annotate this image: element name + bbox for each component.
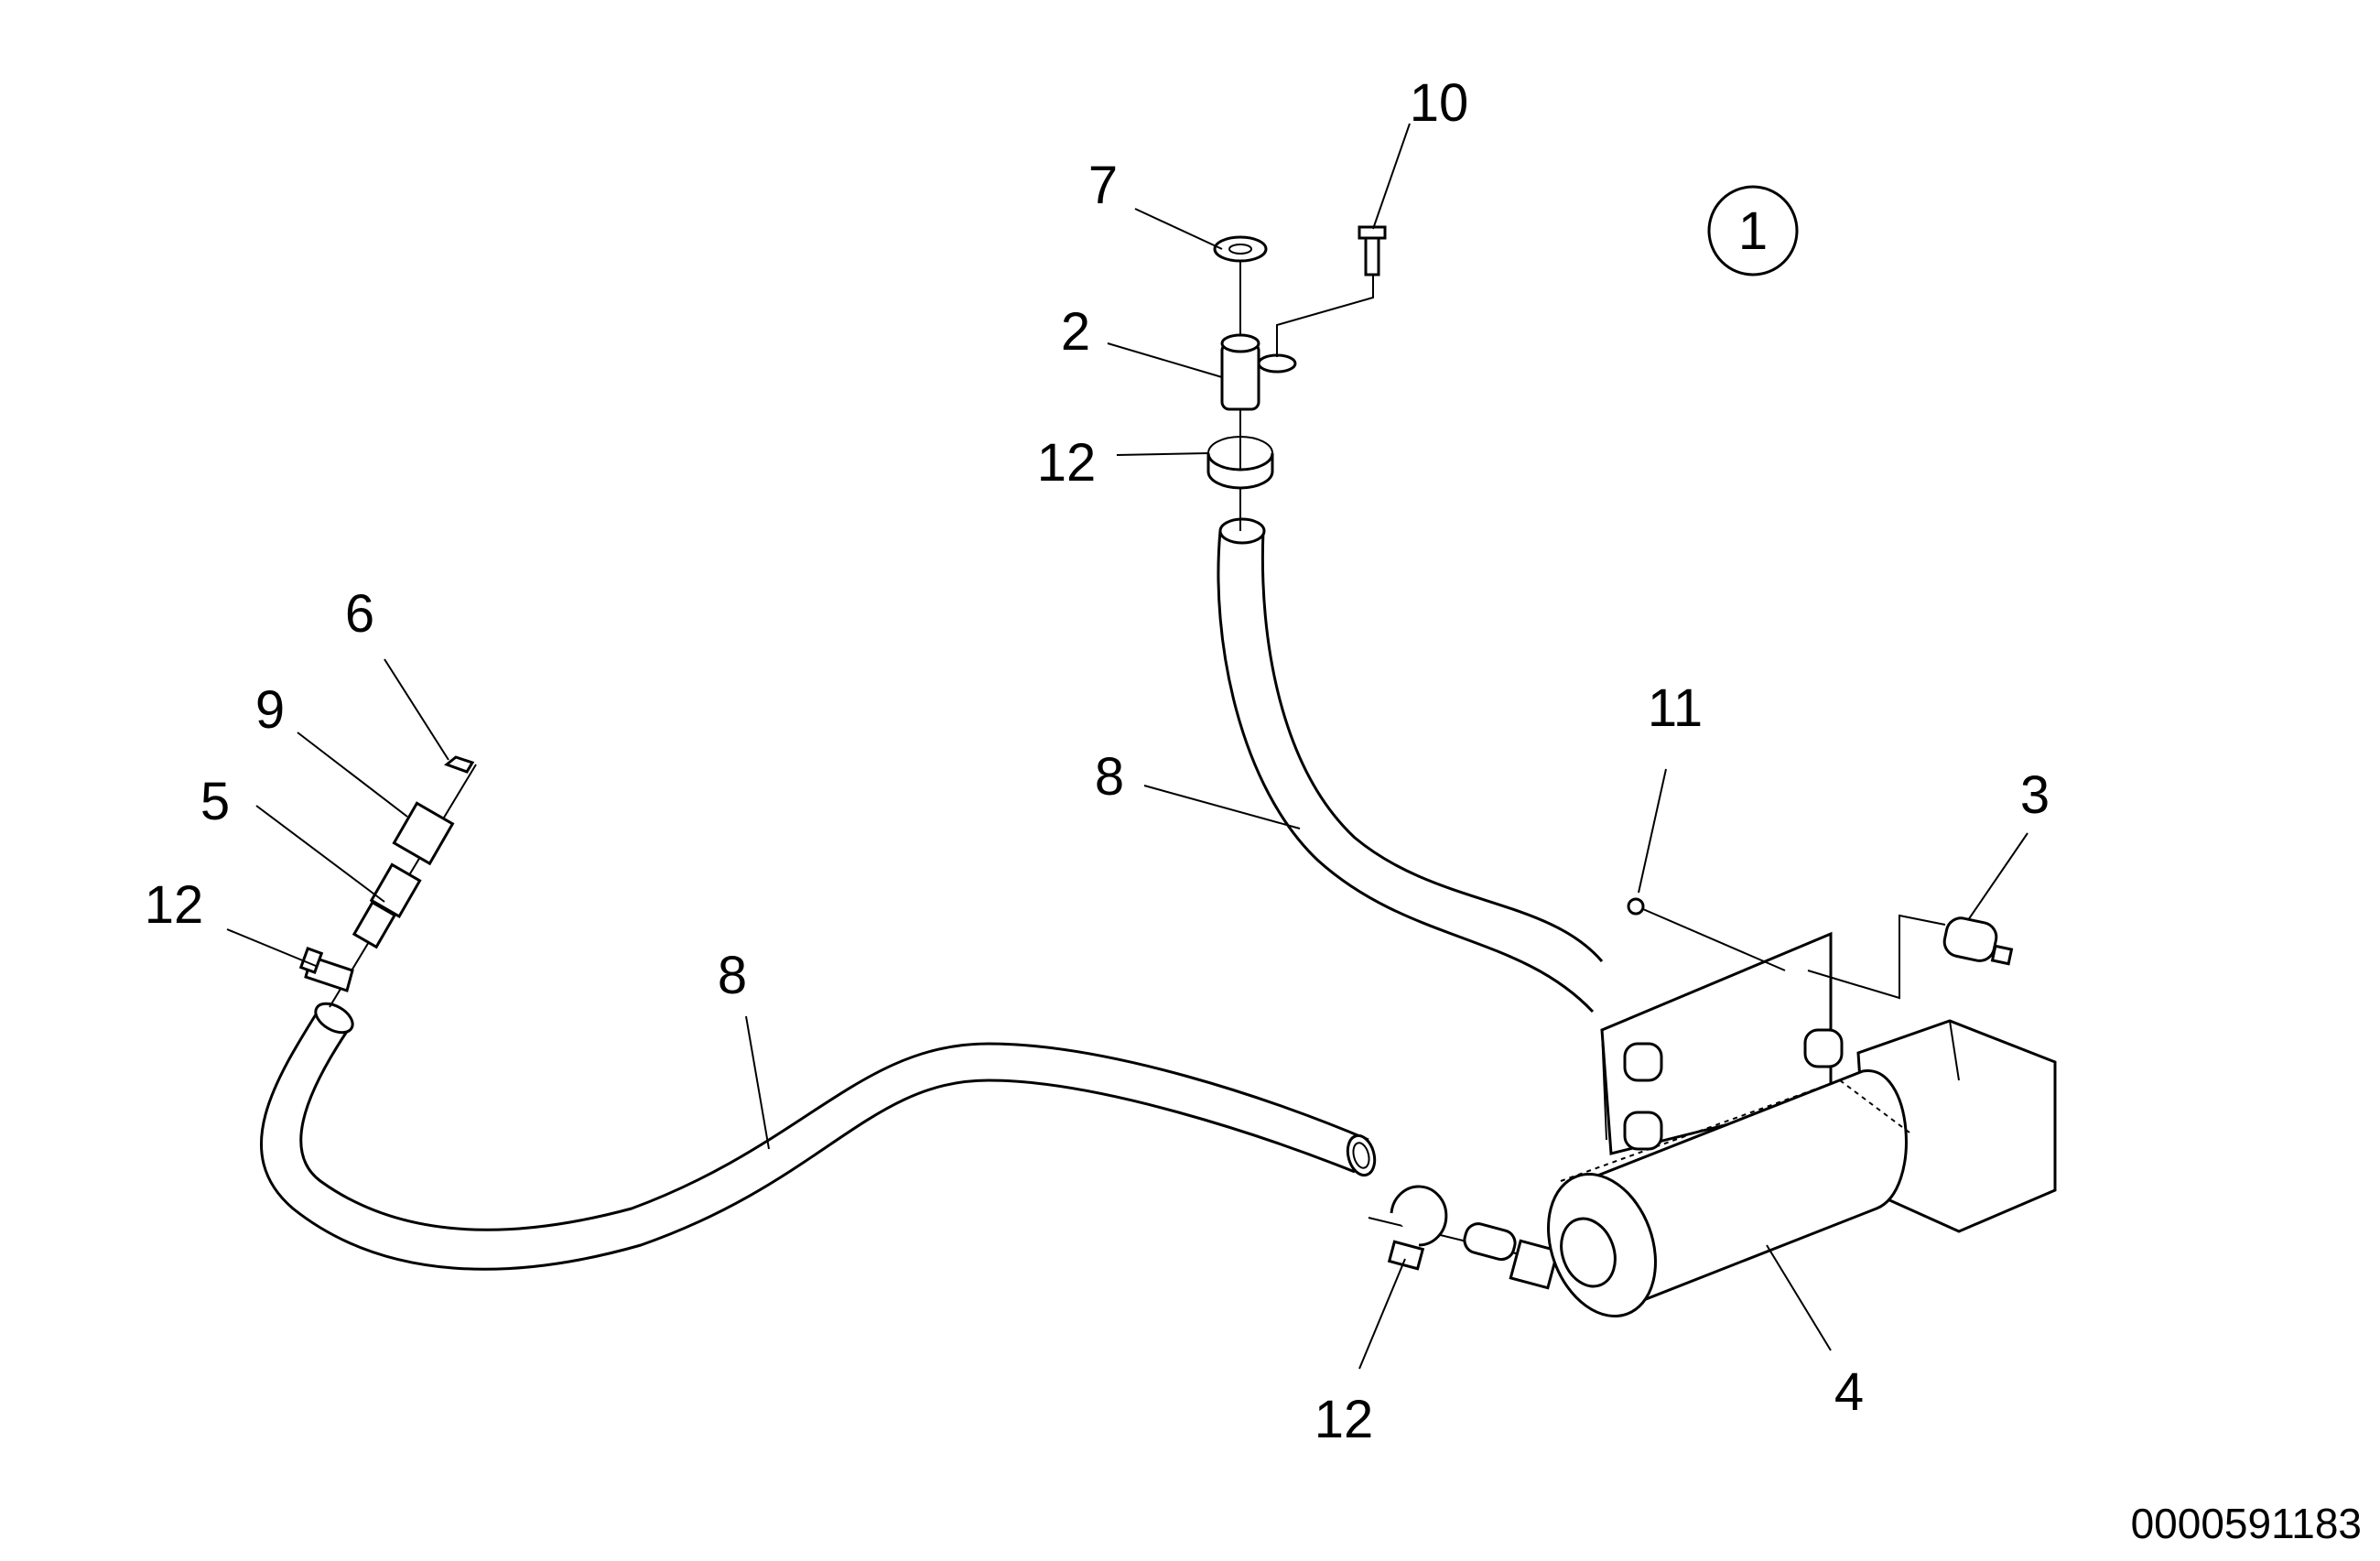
callout-9: 9 <box>255 680 285 740</box>
callout-2: 2 <box>1061 302 1090 362</box>
callout-6: 6 <box>345 584 374 644</box>
bolt-10 <box>1364 232 1380 276</box>
callout-labels: 10 7 2 12 6 9 5 12 8 8 11 3 4 12 <box>145 73 2050 1449</box>
hose-lower <box>259 1002 1377 1271</box>
callout-4: 4 <box>1834 1362 1864 1422</box>
callout-10: 10 <box>1410 73 1469 133</box>
bolt-11 <box>1627 897 1645 916</box>
washer-7 <box>1213 235 1268 263</box>
leader-lines <box>226 123 2028 1370</box>
fitting-2 <box>1220 341 1260 411</box>
fitting-2-tab <box>1257 353 1297 374</box>
callout-12-top: 12 <box>1037 433 1097 493</box>
left-fitting-assembly <box>298 755 477 1008</box>
callout-5: 5 <box>200 772 230 831</box>
callout-8-lower: 8 <box>718 946 747 1005</box>
hose-upper <box>1217 517 1604 1014</box>
inlet-tube <box>1463 1222 1517 1262</box>
view-number: 1 <box>1738 201 1768 261</box>
hose-lower-end-left <box>314 1002 354 1035</box>
view-number-badge: 1 <box>1707 185 1799 276</box>
drawing-code: 0000591183 <box>2131 1500 2362 1547</box>
clamp-12-bottom <box>1390 1185 1448 1247</box>
callout-12-left: 12 <box>145 875 204 935</box>
pump-body <box>1582 1069 1908 1311</box>
bracket-stud-2 <box>1623 1111 1663 1151</box>
clip-6 <box>443 755 475 774</box>
callout-11: 11 <box>1648 678 1703 738</box>
fuel-pump-4 <box>1547 1019 2057 1317</box>
hose-upper-end <box>1218 517 1266 545</box>
callout-8-upper: 8 <box>1095 747 1124 807</box>
inlet-fitting <box>1509 1239 1560 1290</box>
callout-3: 3 <box>2020 765 2050 825</box>
top-fitting-assembly <box>1206 225 1387 531</box>
plug-9 <box>392 801 455 866</box>
hose-lower-end-right <box>1346 1133 1377 1177</box>
callout-12-bottom: 12 <box>1314 1390 1374 1449</box>
fitting-3 <box>1942 916 1998 962</box>
bottom-clamp-assembly <box>1368 1185 1560 1290</box>
callout-7: 7 <box>1088 156 1118 215</box>
bracket-stud-1 <box>1623 1042 1663 1082</box>
bracket-stud-3 <box>1803 1028 1844 1068</box>
